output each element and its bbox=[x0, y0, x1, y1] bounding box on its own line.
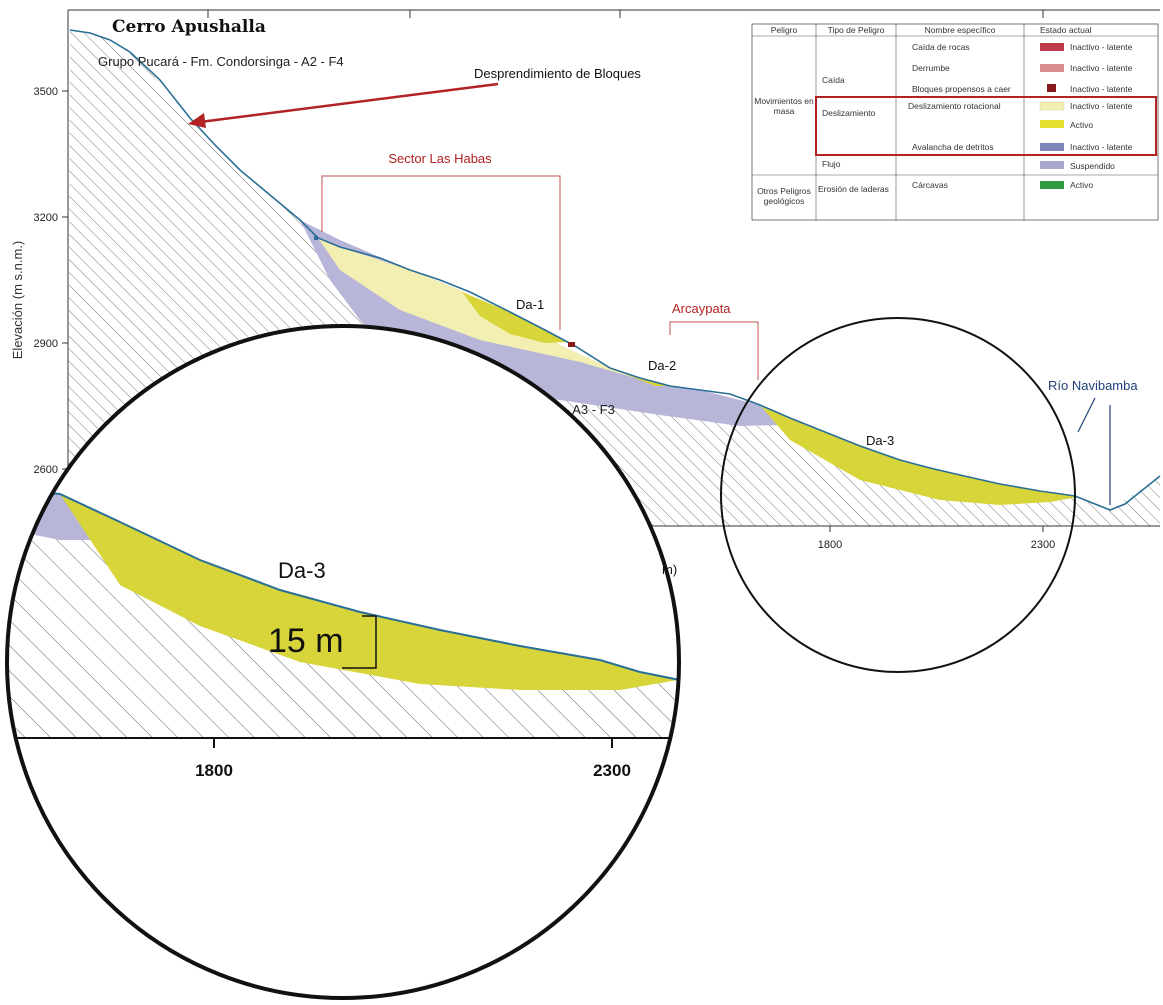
legend-row-name: Derrumbe bbox=[912, 63, 950, 73]
block-fall-arrow bbox=[199, 82, 499, 124]
legend-type-erosion: Erosión de laderas bbox=[818, 184, 889, 194]
deposit-da1 bbox=[462, 292, 568, 343]
legend-swatch bbox=[1040, 120, 1064, 128]
debris-deposit bbox=[300, 220, 780, 426]
arrow-head bbox=[188, 113, 206, 128]
zoom-inset: Da-3 15 m 1800 2300 bbox=[5, 324, 681, 1000]
legend-status: Suspendido bbox=[1070, 161, 1115, 171]
legend-swatch bbox=[1040, 64, 1064, 72]
zoom-circle bbox=[5, 324, 681, 1000]
topographic-profile bbox=[69, 29, 1161, 511]
x-tick-label: 1800 bbox=[818, 539, 842, 551]
river-label: Río Navibamba bbox=[1048, 378, 1138, 393]
legend-type-fall: Caída bbox=[822, 75, 845, 85]
zoom-da3-label: Da-3 bbox=[278, 558, 326, 583]
y-tick-label: 3500 bbox=[34, 86, 58, 98]
zoom-profile bbox=[9, 489, 679, 681]
da2-label: Da-2 bbox=[648, 358, 676, 373]
top-ticks bbox=[207, 10, 1044, 18]
sector-las-habas-label: Sector Las Habas bbox=[388, 151, 492, 166]
legend-status: Activo bbox=[1070, 120, 1093, 130]
y-tick-label: 2600 bbox=[34, 464, 58, 476]
sector-bracket bbox=[321, 175, 561, 330]
legend-swatch bbox=[1040, 181, 1064, 189]
da1-label: Da-1 bbox=[516, 297, 544, 312]
legend-status: Inactivo - latente bbox=[1070, 84, 1133, 94]
legend-swatch bbox=[1039, 101, 1065, 111]
legend-type-slide: Deslizamiento bbox=[822, 108, 876, 118]
legend-row-name: Bloques propensos a caer bbox=[912, 84, 1011, 94]
lower-unit-label: - A3 - F3 bbox=[565, 402, 615, 417]
slide-highlight-box bbox=[815, 96, 1157, 156]
legend-status: Inactivo - latente bbox=[1070, 101, 1133, 111]
thickness-label: 15 m bbox=[268, 622, 344, 660]
legend-row-name: Avalancha de detritos bbox=[912, 142, 994, 152]
y-axis-title: Elevación (m s.n.m.) bbox=[10, 241, 25, 359]
zoom-x-tick-label: 1800 bbox=[195, 761, 233, 780]
legend-header: Peligro bbox=[771, 25, 798, 35]
legend-group-other: Otros Peligros geológicos bbox=[757, 186, 811, 206]
y-tick-label: 2900 bbox=[34, 338, 58, 350]
block-fall-label: Desprendimiento de Bloques bbox=[474, 66, 641, 81]
legend-swatch bbox=[1040, 143, 1064, 151]
y-axis: 3500 3200 2900 2600 Elevación (m s.n.m.) bbox=[10, 86, 68, 476]
river-pointer bbox=[1077, 397, 1096, 433]
legend-status: Inactivo - latente bbox=[1070, 142, 1133, 152]
zoom-deposit-da3 bbox=[60, 494, 678, 690]
x-axis-title-fragment: m) bbox=[662, 562, 677, 577]
legend-row-name: Deslizamiento rotacional bbox=[908, 101, 1001, 111]
arcaypata-label: Arcaypata bbox=[672, 301, 731, 316]
legend-status: Activo bbox=[1070, 180, 1093, 190]
legend-swatch bbox=[1040, 161, 1064, 169]
zoom-x-tick-label: 2300 bbox=[593, 761, 631, 780]
geologic-unit-label: Grupo Pucará - Fm. Condorsinga - A2 - F4 bbox=[98, 54, 344, 69]
legend-group-mass: Movimientos en masa bbox=[754, 96, 814, 116]
profile-point bbox=[314, 236, 318, 240]
legend-table: Peligro Tipo de Peligro Nombre específic… bbox=[751, 23, 1159, 221]
x-tick-label: 2300 bbox=[1031, 539, 1055, 551]
deposit-da3 bbox=[760, 405, 1078, 505]
y-tick-label: 3200 bbox=[34, 212, 58, 224]
legend-header: Nombre específico bbox=[925, 25, 996, 35]
falling-blocks-marker bbox=[568, 342, 575, 347]
da3-label: Da-3 bbox=[866, 433, 894, 448]
legend-type-flow: Flujo bbox=[822, 159, 841, 169]
legend-swatch bbox=[1040, 43, 1064, 51]
legend-header: Tipo de Peligro bbox=[828, 25, 885, 35]
legend-status: Inactivo - latente bbox=[1070, 63, 1133, 73]
section-title: Cerro Apushalla bbox=[112, 17, 266, 37]
legend-swatch bbox=[1047, 84, 1056, 92]
thickness-bracket bbox=[342, 615, 377, 669]
arcaypata-bracket bbox=[669, 321, 759, 380]
legend-status: Inactivo - latente bbox=[1070, 42, 1133, 52]
inset-circle bbox=[720, 317, 1076, 673]
x-axis: 1800 2300 bbox=[818, 526, 1055, 551]
legend-header: Estado actual bbox=[1040, 25, 1092, 35]
legend-row-name: Cárcavas bbox=[912, 180, 948, 190]
legend-row-name: Caída de rocas bbox=[912, 42, 970, 52]
